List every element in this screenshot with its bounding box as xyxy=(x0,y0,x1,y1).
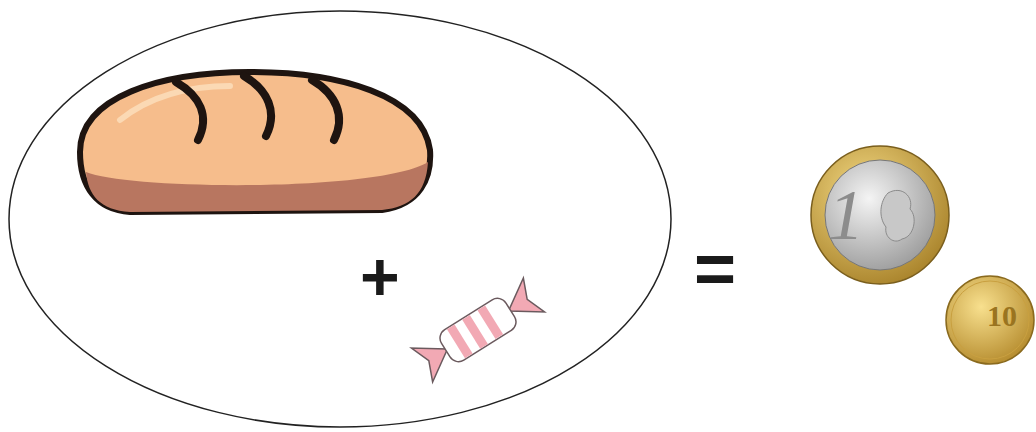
group-ellipse: + xyxy=(8,10,672,428)
coin-ring xyxy=(811,146,949,284)
coin-value: 1 xyxy=(828,179,864,251)
coin-rim xyxy=(951,281,1029,359)
equals-sign: = xyxy=(694,232,736,304)
euro-coin: 1 xyxy=(810,145,950,285)
ellipse-outline xyxy=(9,11,671,427)
cent-coin: 10 xyxy=(945,275,1035,365)
coin-center xyxy=(825,160,935,270)
coin-face xyxy=(946,276,1034,364)
coin-map xyxy=(881,190,914,241)
plus-sign: + xyxy=(360,242,400,310)
group-ellipse-outline xyxy=(8,10,672,428)
coin-value: 10 xyxy=(987,301,1017,331)
